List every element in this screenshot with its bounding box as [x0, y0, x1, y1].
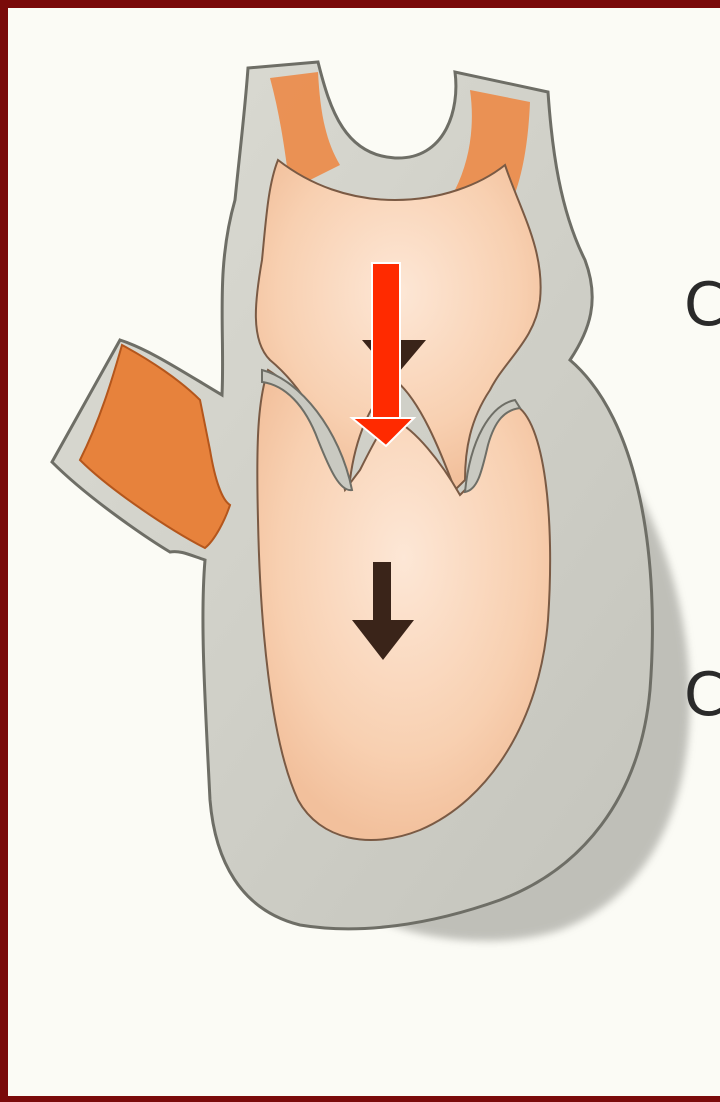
edge-text-bottom: C: [684, 665, 720, 725]
edge-text-top: C: [684, 275, 720, 335]
